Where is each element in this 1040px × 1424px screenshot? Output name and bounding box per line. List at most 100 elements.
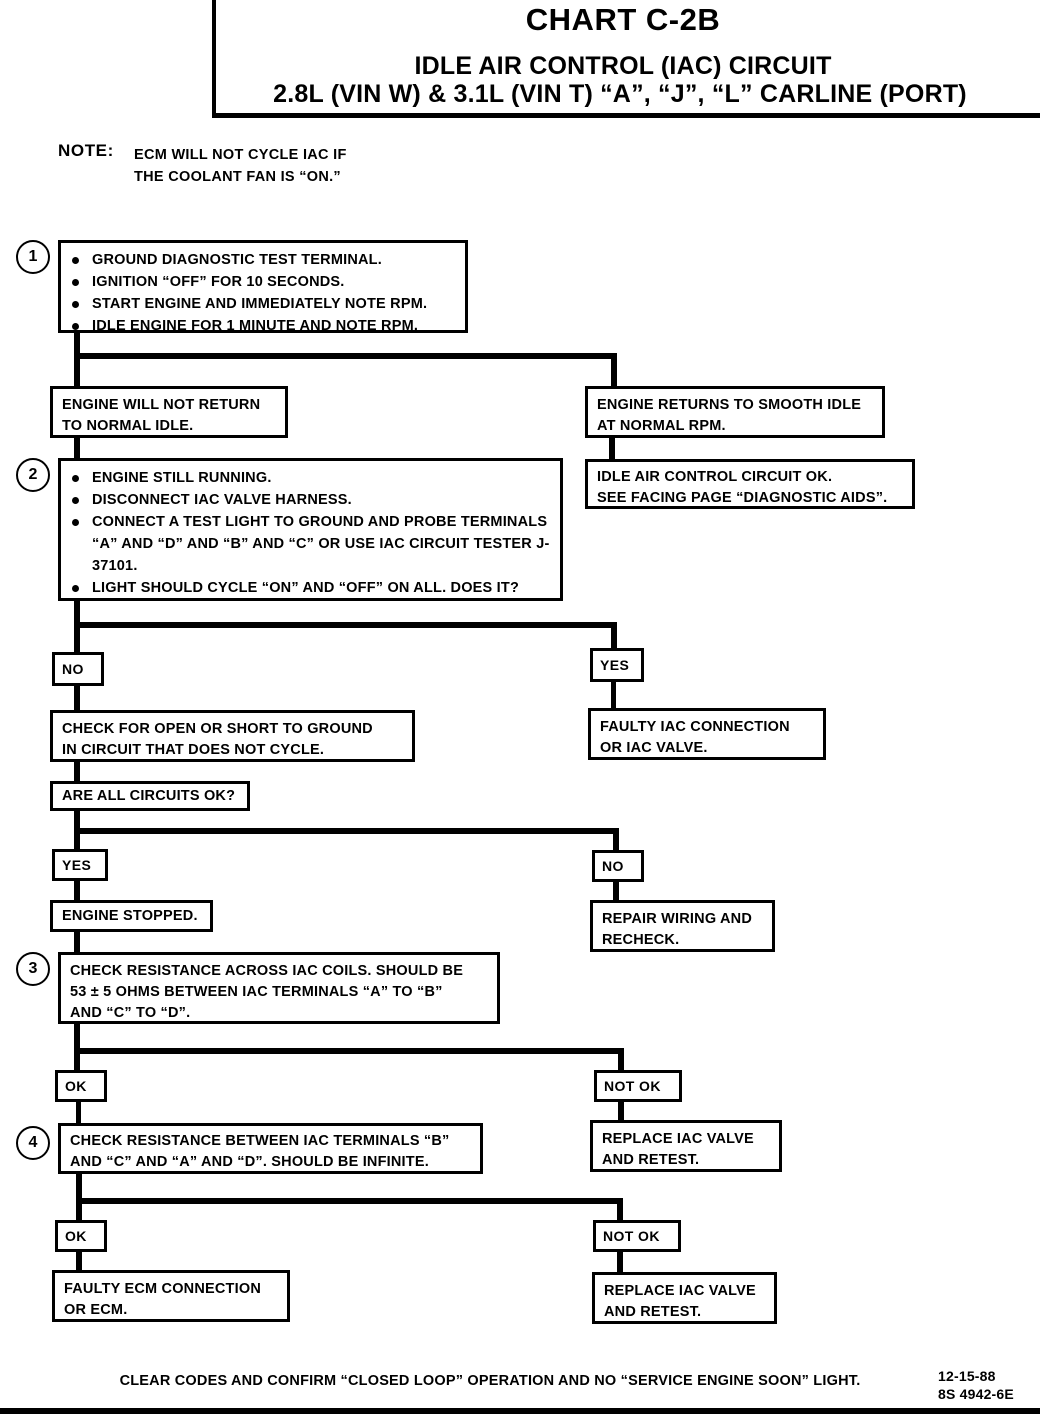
connector-left-1 [74, 353, 80, 387]
note-line-2: THE COOLANT FAN IS “ON.” [134, 169, 341, 185]
engine-stopped-text: ENGINE STOPPED. [62, 908, 198, 924]
connector-allcircuits-down [74, 811, 80, 841]
step-circle-4-label: 4 [28, 1134, 38, 1151]
tag-ok-1-label: OK [65, 1078, 87, 1094]
replace-iac-2-text: REPLACE IAC VALVE AND RETEST. [604, 1283, 756, 1320]
tag-yes-2: YES [52, 849, 108, 881]
list-item: LIGHT SHOULD CYCLE “ON” AND “OFF” ON ALL… [67, 577, 560, 599]
connector-split-2 [74, 622, 617, 628]
tag-no-2-label: NO [602, 858, 624, 874]
step-circle-3: 3 [16, 952, 50, 986]
connector-step2-down [74, 601, 80, 631]
connector-notok1-down [618, 1102, 624, 1124]
connector-step1-down [74, 333, 80, 359]
connector-split-4 [74, 1048, 624, 1054]
list-item: START ENGINE AND IMMEDIATELY NOTE RPM. [67, 293, 465, 315]
step4-box: CHECK RESISTANCE BETWEEN IAC TERMINALS “… [58, 1123, 483, 1174]
check-open-short-text: CHECK FOR OPEN OR SHORT TO GROUND IN CIR… [62, 721, 373, 758]
check-open-short-box: CHECK FOR OPEN OR SHORT TO GROUND IN CIR… [50, 710, 415, 762]
all-circuits-ok-box: ARE ALL CIRCUITS OK? [50, 781, 250, 811]
tag-yes-1: YES [590, 648, 644, 682]
engine-stopped-box: ENGINE STOPPED. [50, 900, 213, 932]
connector-split-3 [74, 828, 619, 834]
connector-no2-down [613, 882, 619, 902]
tag-not-ok-1: NOT OK [594, 1070, 682, 1102]
engine-no-return-text: ENGINE WILL NOT RETURN TO NORMAL IDLE. [62, 397, 261, 434]
tag-not-ok-2: NOT OK [593, 1220, 681, 1252]
tag-yes-2-label: YES [62, 857, 92, 873]
tag-yes-1-label: YES [600, 657, 630, 673]
engine-no-return-box: ENGINE WILL NOT RETURN TO NORMAL IDLE. [50, 386, 288, 438]
connector-step3-down [74, 1024, 80, 1070]
step-circle-4: 4 [16, 1126, 50, 1160]
connector-split-5 [76, 1198, 623, 1204]
connector-to-circuit-ok [609, 438, 615, 460]
note-line-1: ECM WILL NOT CYCLE IAC IF [134, 147, 347, 163]
header-bottom-rule [212, 113, 1040, 118]
faulty-ecm-text: FAULTY ECM CONNECTION OR ECM. [64, 1281, 261, 1318]
note-label: NOTE: [58, 141, 114, 160]
connector-notok2-down [617, 1252, 623, 1274]
page-title: CHART C-2B [525, 2, 721, 37]
footer-date: 12-15-88 [938, 1368, 996, 1384]
connector-right-2 [611, 622, 617, 648]
connector-split-1 [74, 353, 617, 359]
faulty-ecm-box: FAULTY ECM CONNECTION OR ECM. [52, 1270, 290, 1322]
circuit-ok-box: IDLE AIR CONTROL CIRCUIT OK. SEE FACING … [585, 459, 915, 509]
step3-box: CHECK RESISTANCE ACROSS IAC COILS. SHOUL… [58, 952, 500, 1024]
all-circuits-ok-text: ARE ALL CIRCUITS OK? [62, 788, 236, 804]
replace-iac-1-box: REPLACE IAC VALVE AND RETEST. [590, 1120, 782, 1172]
tag-ok-1: OK [55, 1070, 107, 1102]
circuit-ok-text: IDLE AIR CONTROL CIRCUIT OK. SEE FACING … [597, 469, 888, 506]
connector-left-3 [74, 828, 80, 850]
connector-no1-down [74, 686, 80, 712]
repair-wiring-text: REPAIR WIRING AND RECHECK. [602, 911, 753, 948]
note-text: ECM WILL NOT CYCLE IAC IF THE COOLANT FA… [134, 144, 347, 188]
connector-right-5 [617, 1198, 623, 1220]
connector-right-1 [611, 353, 617, 387]
tag-no-1: NO [52, 652, 104, 686]
step3-text: CHECK RESISTANCE ACROSS IAC COILS. SHOUL… [70, 963, 464, 1021]
connector-ok2-down [76, 1252, 82, 1274]
page-subtitle-circuit: IDLE AIR CONTROL (IAC) CIRCUIT [414, 52, 832, 80]
tag-no-2: NO [592, 850, 644, 882]
connector-step4-down [76, 1174, 82, 1220]
tag-not-ok-1-label: NOT OK [604, 1078, 661, 1094]
footer-instruction: CLEAR CODES AND CONFIRM “CLOSED LOOP” OP… [119, 1373, 861, 1389]
connector-ok1-down [76, 1102, 81, 1124]
faulty-iac-text: FAULTY IAC CONNECTION OR IAC VALVE. [600, 719, 790, 756]
engine-returns-text: ENGINE RETURNS TO SMOOTH IDLE AT NORMAL … [597, 397, 862, 434]
repair-wiring-box: REPAIR WIRING AND RECHECK. [590, 900, 775, 952]
tag-not-ok-2-label: NOT OK [603, 1228, 660, 1244]
replace-iac-2-box: REPLACE IAC VALVE AND RETEST. [592, 1272, 777, 1324]
step1-box: GROUND DIAGNOSTIC TEST TERMINAL. IGNITIO… [58, 240, 468, 334]
tag-no-1-label: NO [62, 661, 84, 677]
step-circle-3-label: 3 [28, 960, 38, 977]
tag-ok-2-label: OK [65, 1228, 87, 1244]
list-item: IDLE ENGINE FOR 1 MINUTE AND NOTE RPM. [67, 315, 465, 337]
list-item: CONNECT A TEST LIGHT TO GROUND AND PROBE… [67, 511, 560, 577]
step-circle-2: 2 [16, 458, 50, 492]
list-item: GROUND DIAGNOSTIC TEST TERMINAL. [67, 249, 465, 271]
connector-right-3 [613, 828, 619, 850]
page-subtitle-engine: 2.8L (VIN W) & 3.1L (VIN T) “A”, “J”, “L… [273, 80, 967, 108]
engine-returns-box: ENGINE RETURNS TO SMOOTH IDLE AT NORMAL … [585, 386, 885, 438]
connector-yes1-down [611, 682, 616, 710]
connector-right-4 [618, 1048, 624, 1072]
faulty-iac-box: FAULTY IAC CONNECTION OR IAC VALVE. [588, 708, 826, 760]
step1-bullet-list: GROUND DIAGNOSTIC TEST TERMINAL. IGNITIO… [67, 249, 465, 337]
step-circle-1: 1 [16, 240, 50, 274]
step-circle-2-label: 2 [28, 466, 38, 483]
list-item: IGNITION “OFF” FOR 10 SECONDS. [67, 271, 465, 293]
replace-iac-1-text: REPLACE IAC VALVE AND RETEST. [602, 1131, 754, 1168]
connector-to-step2 [74, 438, 80, 460]
connector-to-step3 [74, 932, 80, 954]
list-item: DISCONNECT IAC VALVE HARNESS. [67, 489, 560, 511]
footer-rule [0, 1408, 1040, 1414]
tag-ok-2: OK [55, 1220, 107, 1252]
step2-box: ENGINE STILL RUNNING. DISCONNECT IAC VAL… [58, 458, 563, 601]
step2-bullet-list: ENGINE STILL RUNNING. DISCONNECT IAC VAL… [67, 467, 560, 599]
connector-left-2 [74, 622, 80, 652]
footer-code: 8S 4942-6E [938, 1386, 1014, 1402]
